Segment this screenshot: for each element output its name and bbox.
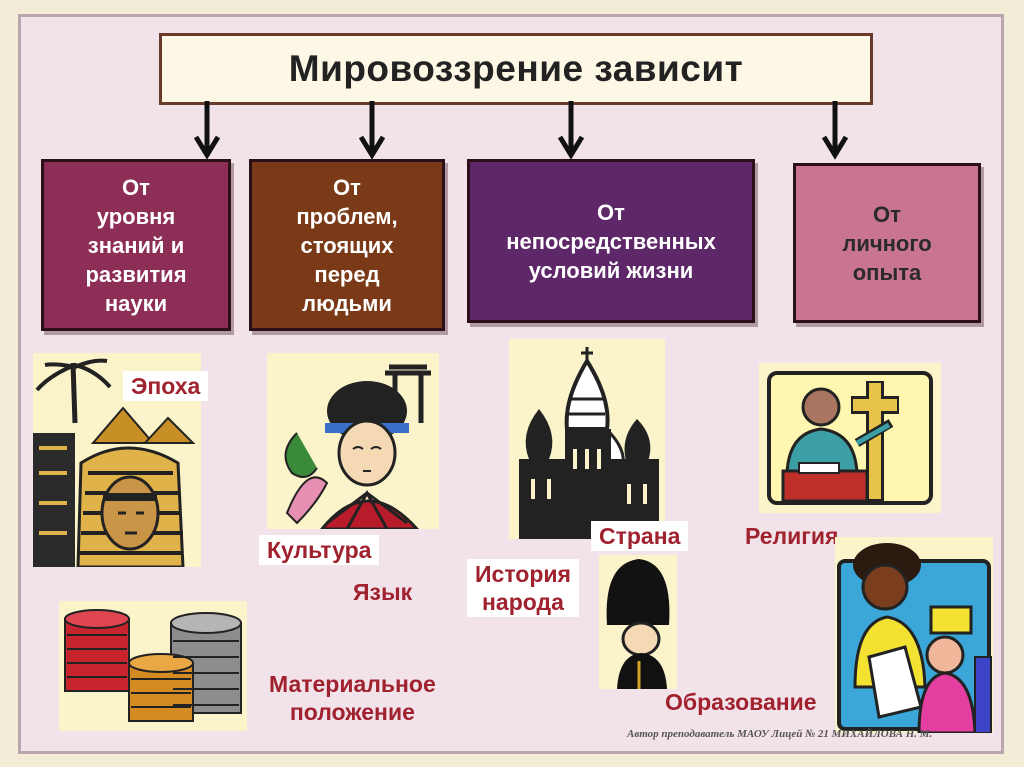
- author-credit: Автор преподаватель МАОУ Лицей № 21 МИХА…: [627, 728, 933, 740]
- category-personal-experience-text: От личного опыта: [842, 201, 932, 285]
- label-epoch: Эпоха: [123, 371, 209, 401]
- category-problems-text: От проблем, стоящих перед людьми: [296, 174, 398, 316]
- category-living-conditions-text: От непосредственных условий жизни: [506, 199, 716, 283]
- label-country: Страна: [591, 521, 689, 551]
- arrow-down-icon: [193, 101, 221, 160]
- priest-cross-icon: [759, 363, 941, 513]
- diagram-title: Мировоззрение зависит: [288, 48, 744, 89]
- slide: Мировоззрение зависит От уровня знаний и…: [18, 14, 1004, 754]
- category-problems: От проблем, стоящих перед людьми: [249, 159, 445, 331]
- label-history: История народа: [467, 559, 579, 617]
- label-education: Образование: [665, 689, 817, 715]
- teacher-student-icon: [835, 537, 993, 733]
- arrow-down-icon: [557, 101, 585, 160]
- label-religion: Религия: [745, 523, 839, 549]
- label-material: Материальное положение: [269, 671, 436, 725]
- category-science: От уровня знаний и развития науки: [41, 159, 231, 331]
- guard-icon: [599, 555, 677, 689]
- category-science-text: От уровня знаний и развития науки: [85, 174, 187, 316]
- arrow-down-icon: [358, 101, 386, 160]
- geisha-icon: [267, 353, 439, 529]
- label-language: Язык: [353, 579, 413, 605]
- label-culture: Культура: [259, 535, 380, 565]
- kremlin-icon: [509, 339, 665, 539]
- arrow-down-icon: [821, 101, 849, 160]
- coins-icon: [59, 601, 247, 731]
- category-personal-experience: От личного опыта: [793, 163, 981, 323]
- category-living-conditions: От непосредственных условий жизни: [467, 159, 755, 323]
- title-box: Мировоззрение зависит: [159, 33, 873, 105]
